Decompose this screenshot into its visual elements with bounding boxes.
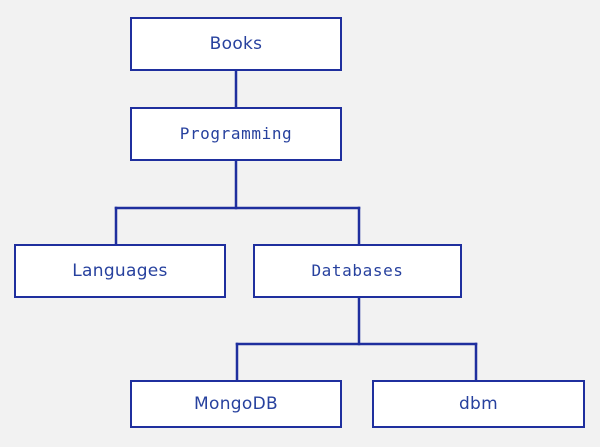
node-programming-label: Programming (179, 124, 293, 143)
node-dbm[interactable]: dbm (372, 380, 585, 428)
node-books[interactable]: Books (130, 17, 342, 71)
node-databases[interactable]: Databases (253, 244, 462, 298)
node-books-label: Books (209, 33, 263, 54)
node-mongodb-label: MongoDB (194, 393, 278, 414)
node-dbm-label: dbm (458, 393, 499, 414)
node-databases-label: Databases (311, 261, 404, 280)
node-programming[interactable]: Programming (130, 107, 342, 161)
node-languages[interactable]: Languages (14, 244, 226, 298)
node-languages-label: Languages (72, 260, 168, 281)
node-mongodb[interactable]: MongoDB (130, 380, 342, 428)
